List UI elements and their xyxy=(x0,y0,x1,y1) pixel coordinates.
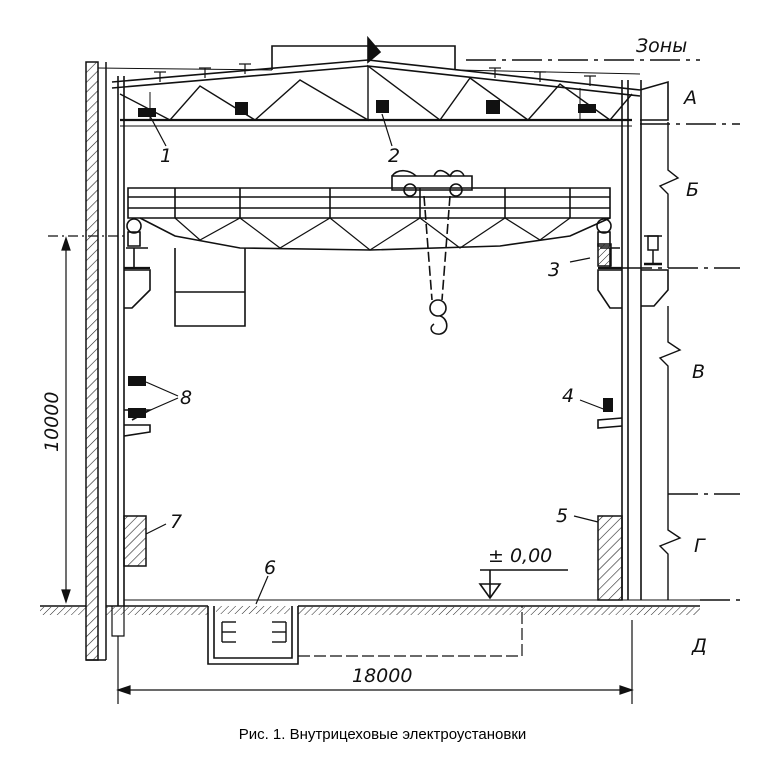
overhead-crane xyxy=(124,171,622,335)
zone-label-b: Б xyxy=(686,179,699,201)
figure-caption: Рис. 1. Внутрицеховые электроустановки xyxy=(238,726,527,743)
callout-3: 3 xyxy=(548,259,560,281)
dimension-height-label: 10000 xyxy=(41,392,63,452)
zones-header: Зоны xyxy=(636,35,687,57)
left-outer-wall xyxy=(86,62,106,660)
zone-label-g: Г xyxy=(694,535,706,557)
callout-2: 2 xyxy=(388,145,400,167)
callout-1: 1 xyxy=(160,145,172,167)
callout-4: 4 xyxy=(562,385,574,407)
right-crane-stop xyxy=(644,236,662,264)
dimension-height xyxy=(48,236,126,602)
zone-label-a: А xyxy=(682,87,697,109)
callout-8: 8 xyxy=(180,387,192,409)
floor xyxy=(40,570,700,664)
right-column xyxy=(598,80,668,600)
floor-level-label: ± 0,00 xyxy=(488,545,552,567)
callout-6: 6 xyxy=(264,557,276,579)
dimension-span-label: 18000 xyxy=(352,665,412,687)
zone-label-v: В xyxy=(692,361,705,383)
callout-5: 5 xyxy=(556,505,568,527)
dimension-span xyxy=(118,620,632,704)
zone-boundaries xyxy=(466,60,740,600)
callout-leaders xyxy=(146,114,606,604)
callout-7: 7 xyxy=(170,511,182,533)
zone-label-d: Д xyxy=(691,635,707,657)
roof-truss xyxy=(98,38,668,126)
equipment-items xyxy=(124,244,622,600)
roof-lamps xyxy=(138,100,596,117)
